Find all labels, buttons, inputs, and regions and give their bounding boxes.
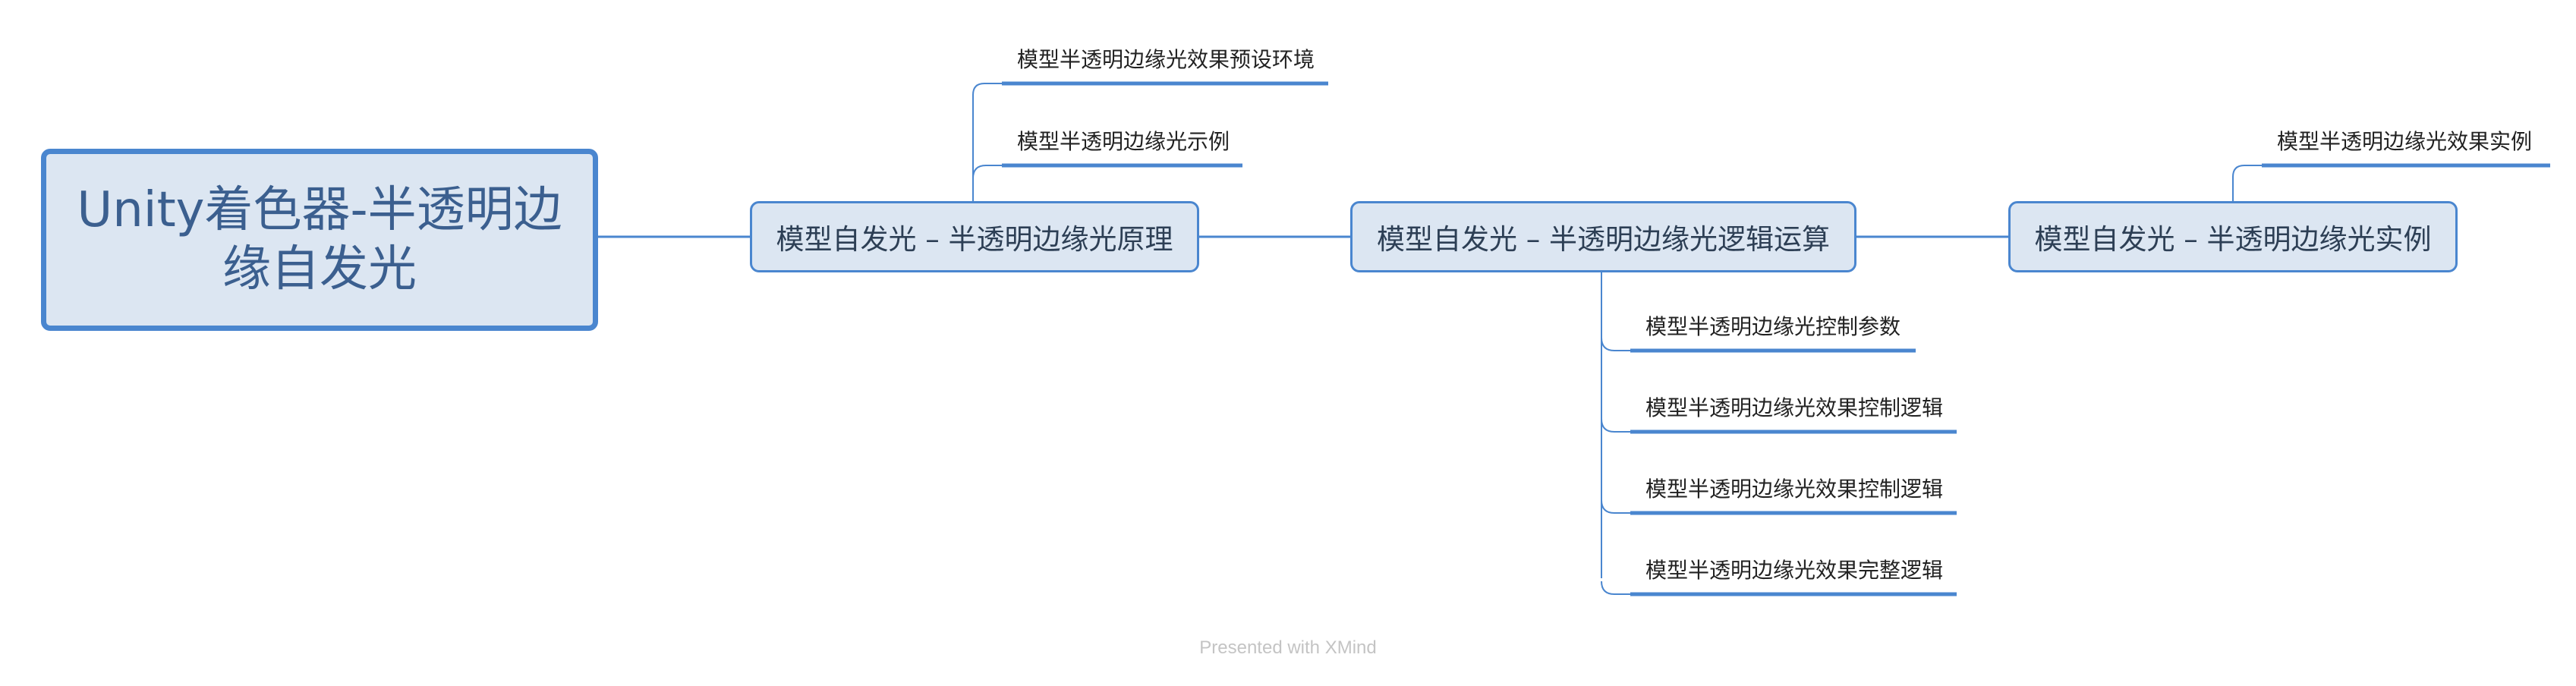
subtopic-logic-1[interactable]: 模型半透明边缘光控制参数 <box>1645 314 1901 339</box>
topic-principle[interactable]: 模型自发光 – 半透明边缘光原理 <box>750 201 1199 272</box>
subtopic-logic-4[interactable]: 模型半透明边缘光效果完整逻辑 <box>1645 558 1944 583</box>
subtopic-principle-2[interactable]: 模型半透明边缘光示例 <box>1017 129 1230 154</box>
root-topic[interactable]: Unity着色器-半透明边 缘自发光 <box>41 149 598 331</box>
subtopic-logic-3[interactable]: 模型半透明边缘光效果控制逻辑 <box>1645 477 1944 502</box>
connector-principle-sub-1 <box>972 83 1002 201</box>
topic-example[interactable]: 模型自发光 – 半透明边缘光实例 <box>2008 201 2458 272</box>
topic-logic[interactable]: 模型自发光 – 半透明边缘光逻辑运算 <box>1350 201 1856 272</box>
connector-example-sub-1 <box>2232 165 2262 201</box>
topic-logic-label: 模型自发光 – 半透明边缘光逻辑运算 <box>1376 223 1831 256</box>
root-title-line-2: 缘自发光 <box>222 241 417 297</box>
presented-with-footer: Presented with XMind <box>1199 637 1377 658</box>
topic-principle-label: 模型自发光 – 半透明边缘光原理 <box>776 223 1173 256</box>
root-title-line-1: Unity着色器-半透明边 <box>77 182 562 238</box>
connector-logic-sub-1 <box>1601 337 1630 351</box>
connector-logic-sub-2 <box>1601 418 1630 433</box>
topic-example-label: 模型自发光 – 半透明边缘光实例 <box>2034 223 2432 256</box>
connector-logic-sub-4 <box>1601 581 1630 595</box>
subtopic-principle-1[interactable]: 模型半透明边缘光效果预设环境 <box>1017 47 1315 72</box>
connector-principle-sub-2 <box>972 165 1002 179</box>
connector-logic-sub-3 <box>1601 499 1630 514</box>
subtopic-logic-2[interactable]: 模型半透明边缘光效果控制逻辑 <box>1645 395 1944 420</box>
subtopic-example-1[interactable]: 模型半透明边缘光效果实例 <box>2277 129 2533 154</box>
